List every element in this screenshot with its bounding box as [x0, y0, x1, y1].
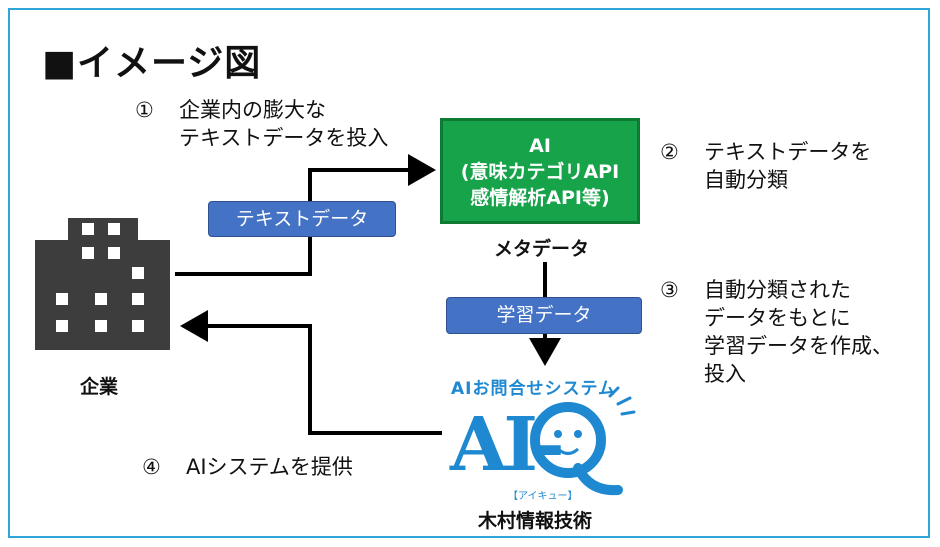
step-4-text: ④ AIシステムを提供: [142, 453, 353, 481]
step-2-text: ② テキストデータを 自動分類: [660, 138, 871, 194]
step-2-line2: 自動分類: [704, 168, 788, 192]
company-building-icon: [35, 218, 170, 350]
aiq-mascot-icon: [530, 386, 636, 496]
kimura-label: 木村情報技術: [478, 510, 593, 532]
text-data-label: テキストデータ: [208, 201, 396, 237]
step-1-text: ① 企業内の膨大な テキストデータを投入: [135, 96, 388, 152]
step-1-line1: 企業内の膨大な: [179, 98, 326, 122]
step-3-number: ③: [660, 278, 679, 302]
page-title: ■イメージ図: [42, 43, 262, 84]
aiq-kana: 【アイキュー】: [508, 491, 578, 502]
step-3-line1: 自動分類された: [704, 278, 851, 302]
step-1-line2: テキストデータを投入: [179, 126, 389, 150]
learning-data-label: 学習データ: [446, 297, 642, 334]
aiq-subtitle: AIお問合せシステム: [451, 379, 616, 399]
ai-box-line1: AI: [529, 135, 551, 157]
company-label: 企業: [80, 376, 119, 398]
diagram-frame: [8, 8, 930, 538]
step-3-line2: データをもとに: [704, 306, 851, 330]
ai-box: AI (意味カテゴリAPI 感情解析API等): [440, 118, 640, 224]
metadata-label: メタデータ: [494, 238, 590, 260]
step-3-line4: 投入: [704, 362, 746, 386]
ai-box-line3: 感情解析API等): [470, 187, 610, 209]
step-1-number: ①: [135, 98, 154, 122]
step-2-line1: テキストデータを: [704, 140, 872, 164]
step-4-number: ④: [142, 455, 161, 479]
step-2-number: ②: [660, 140, 679, 164]
ai-box-line2: (意味カテゴリAPI: [460, 161, 620, 183]
aiq-logo: AI-: [450, 402, 565, 488]
arrow-to-company: [180, 310, 442, 435]
step-3-line3: 学習データを作成、: [704, 334, 893, 358]
step-3-text: ③ 自動分類された データをもとに 学習データを作成、 投入: [660, 276, 893, 388]
step-4-line1: AIシステムを提供: [186, 455, 353, 479]
